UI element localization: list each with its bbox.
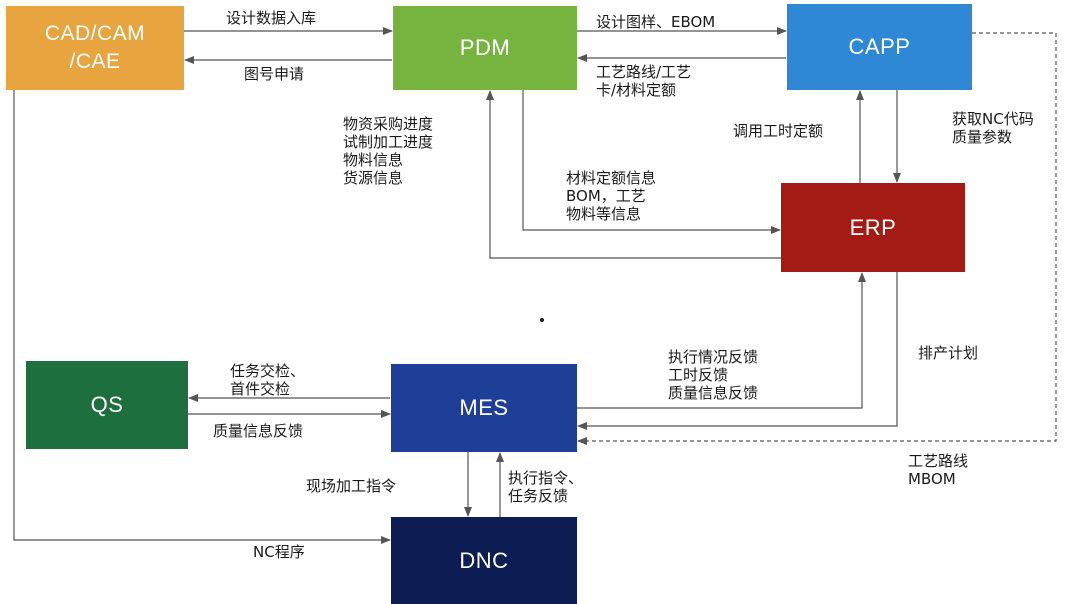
- edge-label-dnc-to-mes: 执行指令、 任务反馈: [508, 469, 584, 505]
- node-cad-label: CAD/CAM /CAE: [44, 22, 146, 73]
- edge-label-erp-to-capp: 调用工时定额: [733, 122, 824, 140]
- edge-label-capp-to-erp: 获取NC代码 质量参数: [952, 110, 1034, 146]
- edge-label-pdm-to-erp: 材料定额信息 BOM，工艺 物料等信息: [566, 169, 657, 223]
- node-mes-label: MES: [459, 395, 509, 420]
- edge-label-mes-to-dnc: 现场加工指令: [306, 477, 397, 495]
- edge-label-qs-to-mes: 质量信息反馈: [213, 422, 304, 440]
- node-pdm: PDM: [393, 6, 577, 90]
- arrow-cad-to-dnc: [13, 90, 391, 544]
- node-qs-label: QS: [90, 392, 124, 417]
- edge-label-erp-to-mes: 排产计划: [918, 344, 979, 362]
- arrow-mes-to-erp: [577, 272, 866, 409]
- node-capp: CAPP: [787, 4, 972, 90]
- node-mes: MES: [391, 364, 577, 452]
- arrow-erp-to-mes: [577, 272, 898, 430]
- stray-dot: [540, 318, 544, 322]
- edge-label-pdm-to-capp: 设计图样、EBOM: [596, 13, 716, 31]
- arrow-pdm-to-erp: [522, 90, 781, 234]
- arrow-capp-to-mes: [577, 32, 1057, 445]
- node-erp-label: ERP: [849, 214, 897, 240]
- node-dnc: DNC: [391, 517, 577, 604]
- arrow-erp-to-pdm: [486, 90, 781, 259]
- edge-label-cad-to-pdm: 设计数据入库: [226, 9, 317, 27]
- node-qs: QS: [26, 361, 188, 449]
- edge-label-mes-to-erp: 执行情况反馈 工时反馈 质量信息反馈: [668, 348, 759, 402]
- node-capp-label: CAPP: [848, 34, 911, 59]
- edge-label-pdm-to-cad: 图号申请: [244, 65, 305, 83]
- node-erp: ERP: [781, 183, 965, 272]
- edge-label-capp-to-mes: 工艺路线 MBOM: [908, 452, 969, 488]
- node-cad-cam-cae: CAD/CAM /CAE: [6, 6, 184, 90]
- edge-label-capp-to-pdm: 工艺路线/工艺 卡/材料定额: [596, 63, 692, 99]
- edge-label-cad-to-dnc: NC程序: [253, 543, 305, 561]
- node-pdm-label: PDM: [459, 35, 511, 60]
- edge-label-mes-to-qs: 任务交检、 首件交检: [230, 362, 306, 398]
- edge-label-erp-to-pdm: 物资采购进度 试制加工进度 物料信息 货源信息: [343, 115, 434, 187]
- node-dnc-label: DNC: [459, 547, 509, 573]
